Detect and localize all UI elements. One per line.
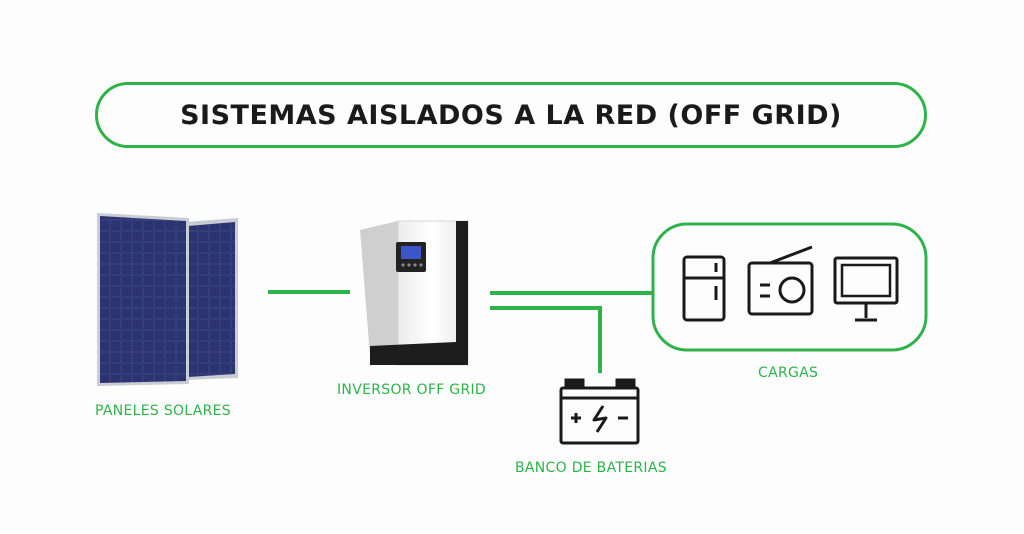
loads-box — [651, 222, 928, 352]
label-loads: CARGAS — [758, 365, 819, 381]
radio-icon — [747, 245, 814, 316]
label-battery: BANCO DE BATERIAS — [515, 460, 667, 476]
label-panels: PANELES SOLARES — [95, 403, 231, 419]
inverter-icon — [360, 220, 469, 366]
label-inverter: INVERSOR OFF GRID — [337, 382, 486, 398]
title-box: SISTEMAS AISLADOS A LA RED (OFF GRID) — [95, 82, 927, 148]
battery-icon — [559, 378, 640, 445]
monitor-icon — [833, 256, 899, 322]
diagram-title: SISTEMAS AISLADOS A LA RED (OFF GRID) — [180, 99, 842, 131]
solar-panel-icon — [97, 213, 238, 386]
refrigerator-icon — [682, 255, 726, 322]
connector-inverter-outputs — [490, 291, 653, 373]
